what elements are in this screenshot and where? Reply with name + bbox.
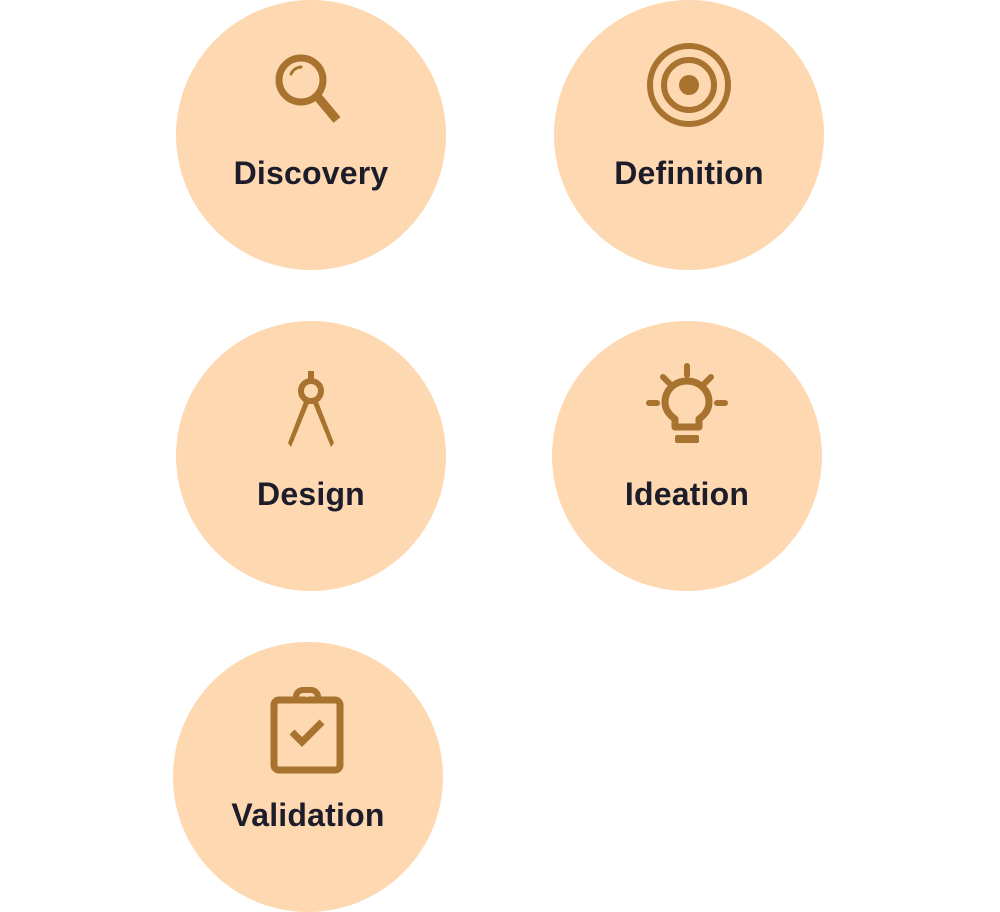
stage-design: Design: [176, 321, 446, 591]
stage-label: Ideation: [624, 476, 750, 512]
lightbulb-icon: [637, 361, 737, 443]
stage-definition: Definition: [554, 0, 824, 270]
clipboard-check-icon: [258, 682, 358, 782]
stage-label: Discovery: [233, 155, 389, 191]
stage-label: Design: [257, 476, 365, 512]
magnifier-icon: [261, 40, 361, 140]
stage-label: Validation: [231, 797, 385, 833]
target-icon: [639, 40, 739, 140]
stage-validation: Validation: [173, 642, 443, 912]
compass-icon: [288, 371, 334, 447]
stage-label: Definition: [614, 155, 764, 191]
stage-ideation: Ideation: [552, 321, 822, 591]
stage-discovery: Discovery: [176, 0, 446, 270]
